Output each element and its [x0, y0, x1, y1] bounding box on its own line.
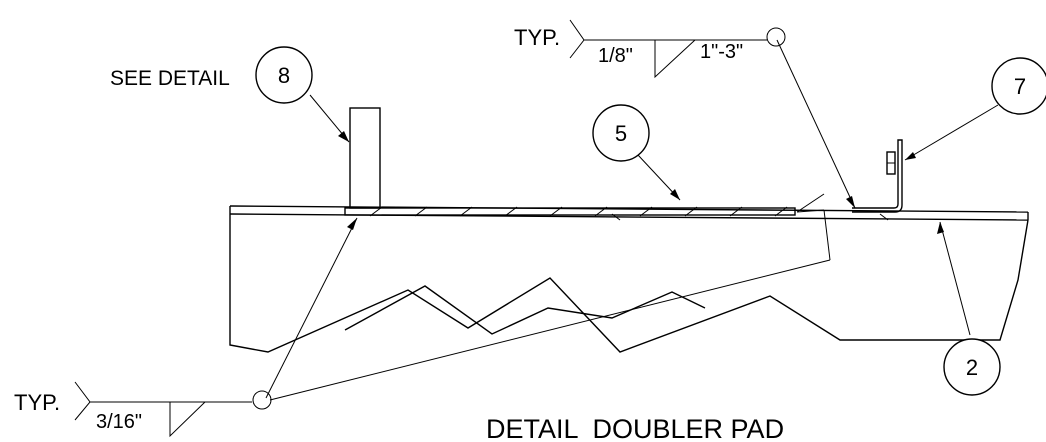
callout-5-label: 5: [615, 121, 627, 146]
all-around-circle-bottom: [252, 390, 272, 410]
weld-bottom-size: 3/16": [96, 411, 142, 433]
callout-2-label: 2: [966, 355, 978, 380]
post: [349, 107, 381, 209]
drawing-title: DETAIL DOUBLER PAD: [486, 414, 784, 442]
leader-lines: [265, 39, 999, 401]
see-detail-label: SEE DETAIL: [110, 67, 230, 90]
weld-bottom-tag: TYP.: [14, 390, 60, 415]
callout-8-label: 8: [278, 63, 290, 88]
callout-2: 2: [943, 338, 1001, 396]
weld-top-size: 1/8": [598, 45, 633, 67]
bracket: [852, 139, 903, 213]
weld-top-length-pitch: 1"-3": [700, 41, 743, 63]
callout-8: 8: [255, 46, 313, 104]
all-around-circle-top: [766, 27, 786, 47]
callout-7: 7: [991, 57, 1046, 115]
callout-7-label: 7: [1014, 74, 1026, 99]
doubler-pad: [344, 206, 889, 221]
weld-top-tag: TYP.: [514, 25, 560, 50]
doubler-pad-hatching: [369, 206, 788, 217]
callout-5: 5: [592, 104, 650, 162]
weld-symbol-bottom: TYP. 3/16": [14, 381, 272, 438]
weld-symbol-top: TYP. 1/8" 1"-3": [514, 19, 786, 79]
